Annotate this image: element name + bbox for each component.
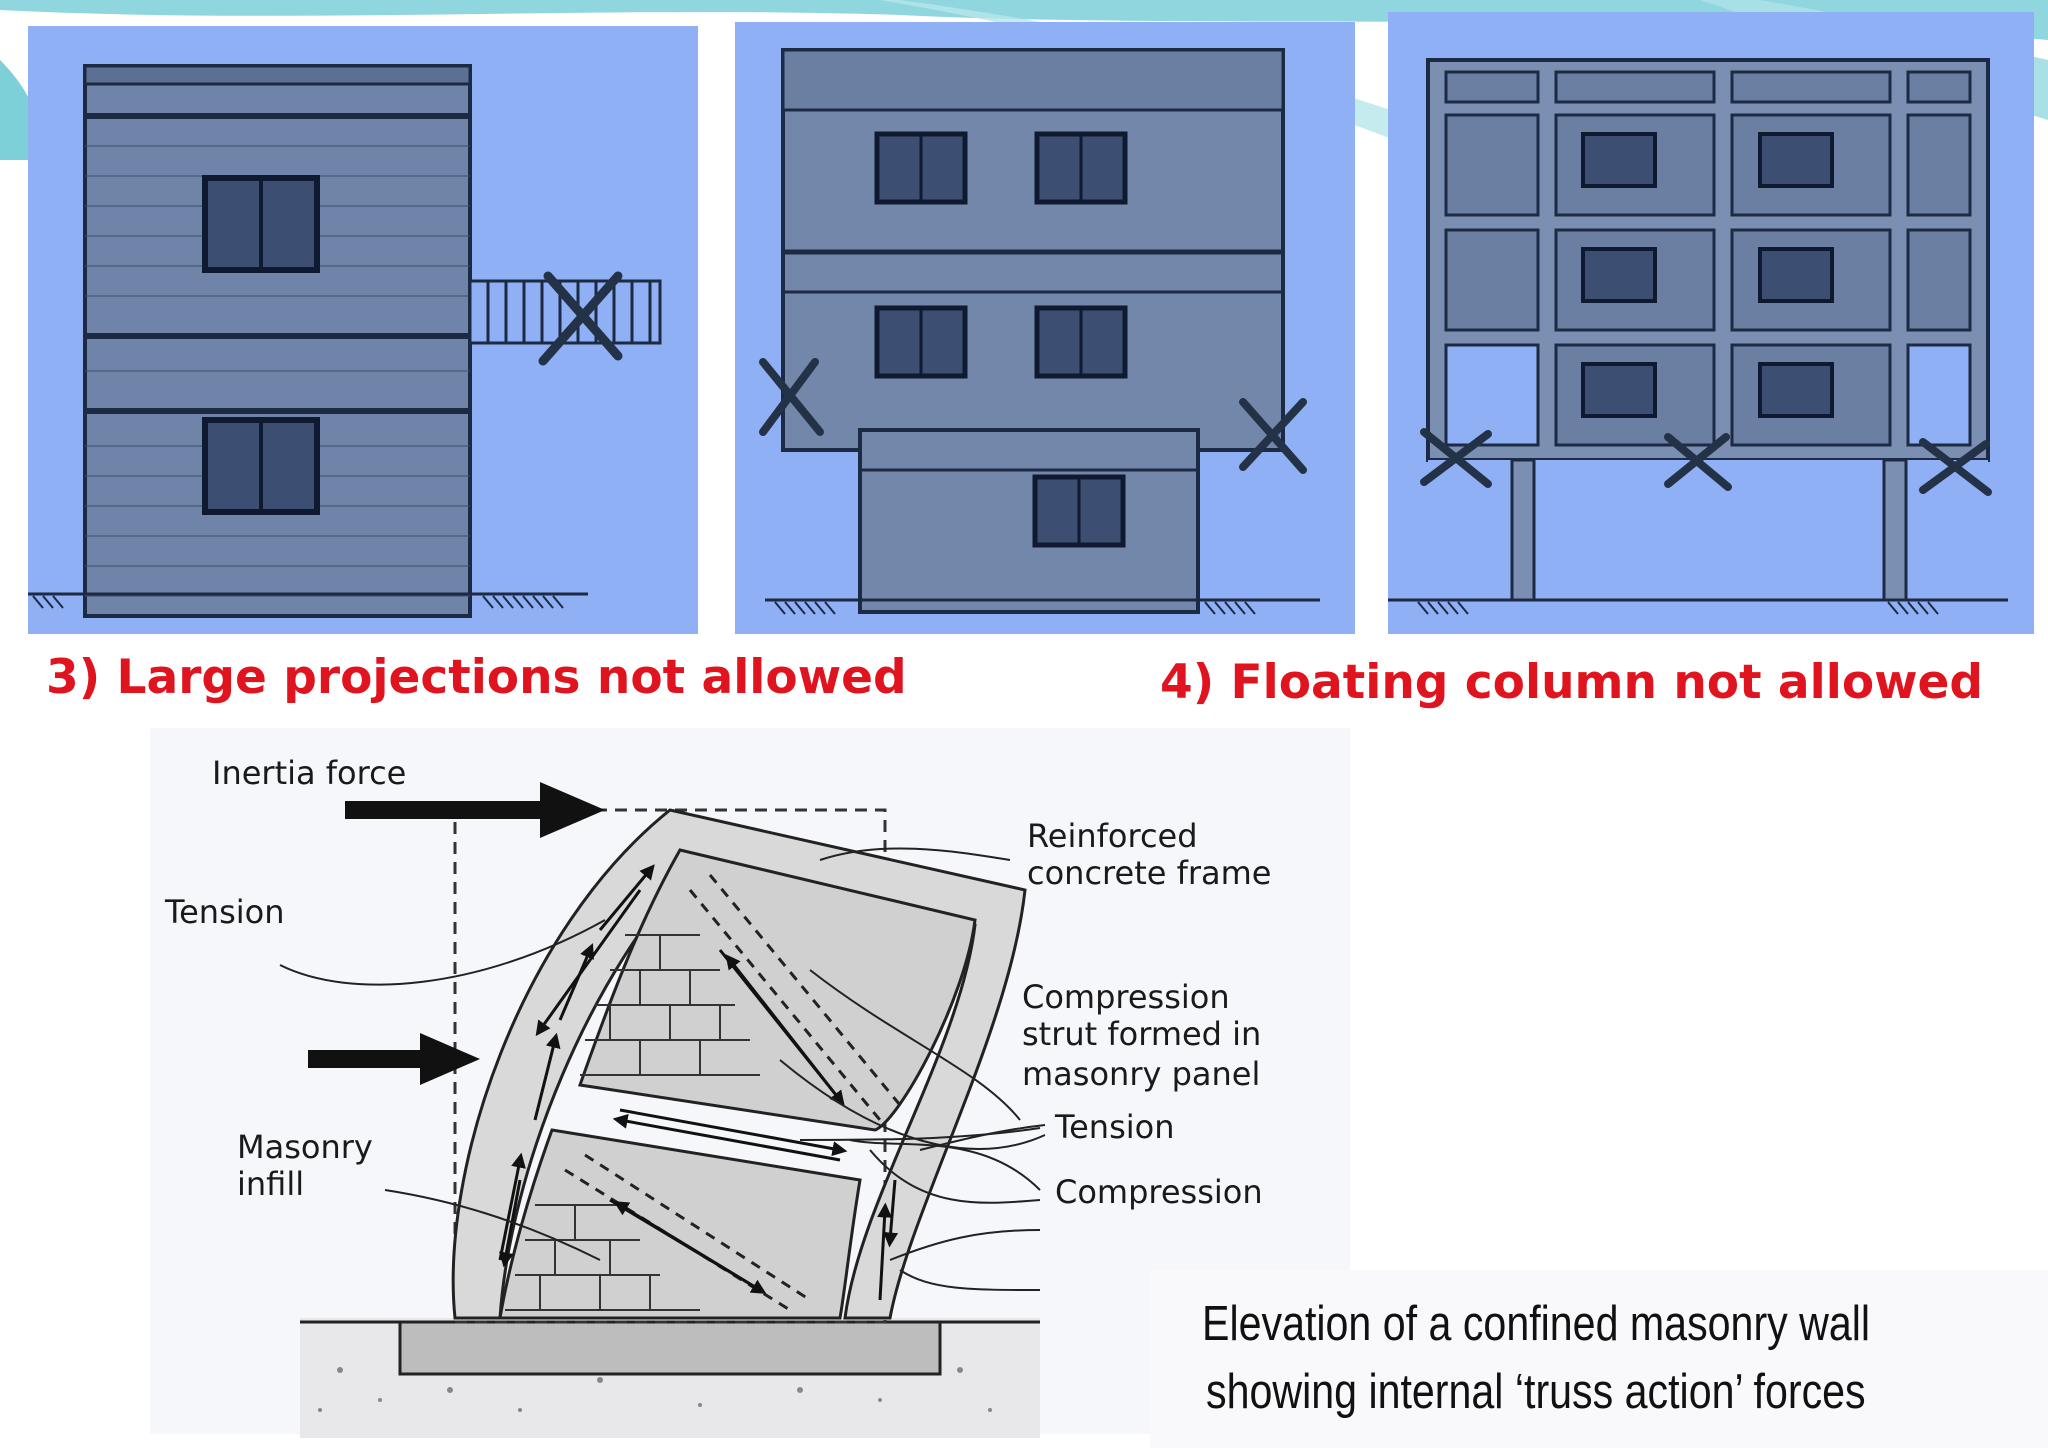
rc-frame-label-line1: Reinforced [1027,817,1198,855]
force-arrow-icon [308,1033,480,1085]
strut-label-line3: masonry panel [1022,1055,1261,1093]
tension-left-label: Tension [165,893,285,931]
compression-right-label: Compression [1055,1173,1263,1211]
strut-label-line2: strut formed in [1022,1015,1262,1053]
force-arrow-icon [345,782,605,838]
inertia-force-label: Inertia force [212,754,407,792]
ground-hatch-icon [1417,601,1939,615]
not-allowed-cross-icon [1919,438,1992,496]
floating-column-caption: 4) Floating column not allowed [1160,655,1984,710]
overhang-panel [735,22,1355,634]
not-allowed-cross-icon [1420,428,1492,488]
figure-caption-line1: Elevation of a confined masonry wall [1202,1297,1871,1351]
large-projection-panel [28,26,698,634]
floating-column-panel [1388,12,2034,634]
rc-frame-label-line2: concrete frame [1027,854,1272,892]
truss-action-diagram [279,782,1046,1438]
masonry-infill-label-line2: infill [237,1165,305,1203]
tension-right-label: Tension [1055,1108,1175,1146]
figure-caption-line2: showing internal ‘truss action’ forces [1206,1365,1866,1419]
strut-label-line1: Compression [1022,978,1230,1016]
ground-hatch-icon [32,595,564,609]
ground-hatch-icon [774,601,1256,615]
not-allowed-cross-icon [538,271,623,366]
large-projections-caption: 3) Large projections not allowed [46,650,907,705]
masonry-infill-label-line1: Masonry [237,1128,373,1166]
figure-caption-background [1150,1270,2048,1448]
not-allowed-cross-icon [759,358,824,436]
not-allowed-cross-icon [1239,398,1307,474]
not-allowed-cross-icon [1664,433,1732,491]
